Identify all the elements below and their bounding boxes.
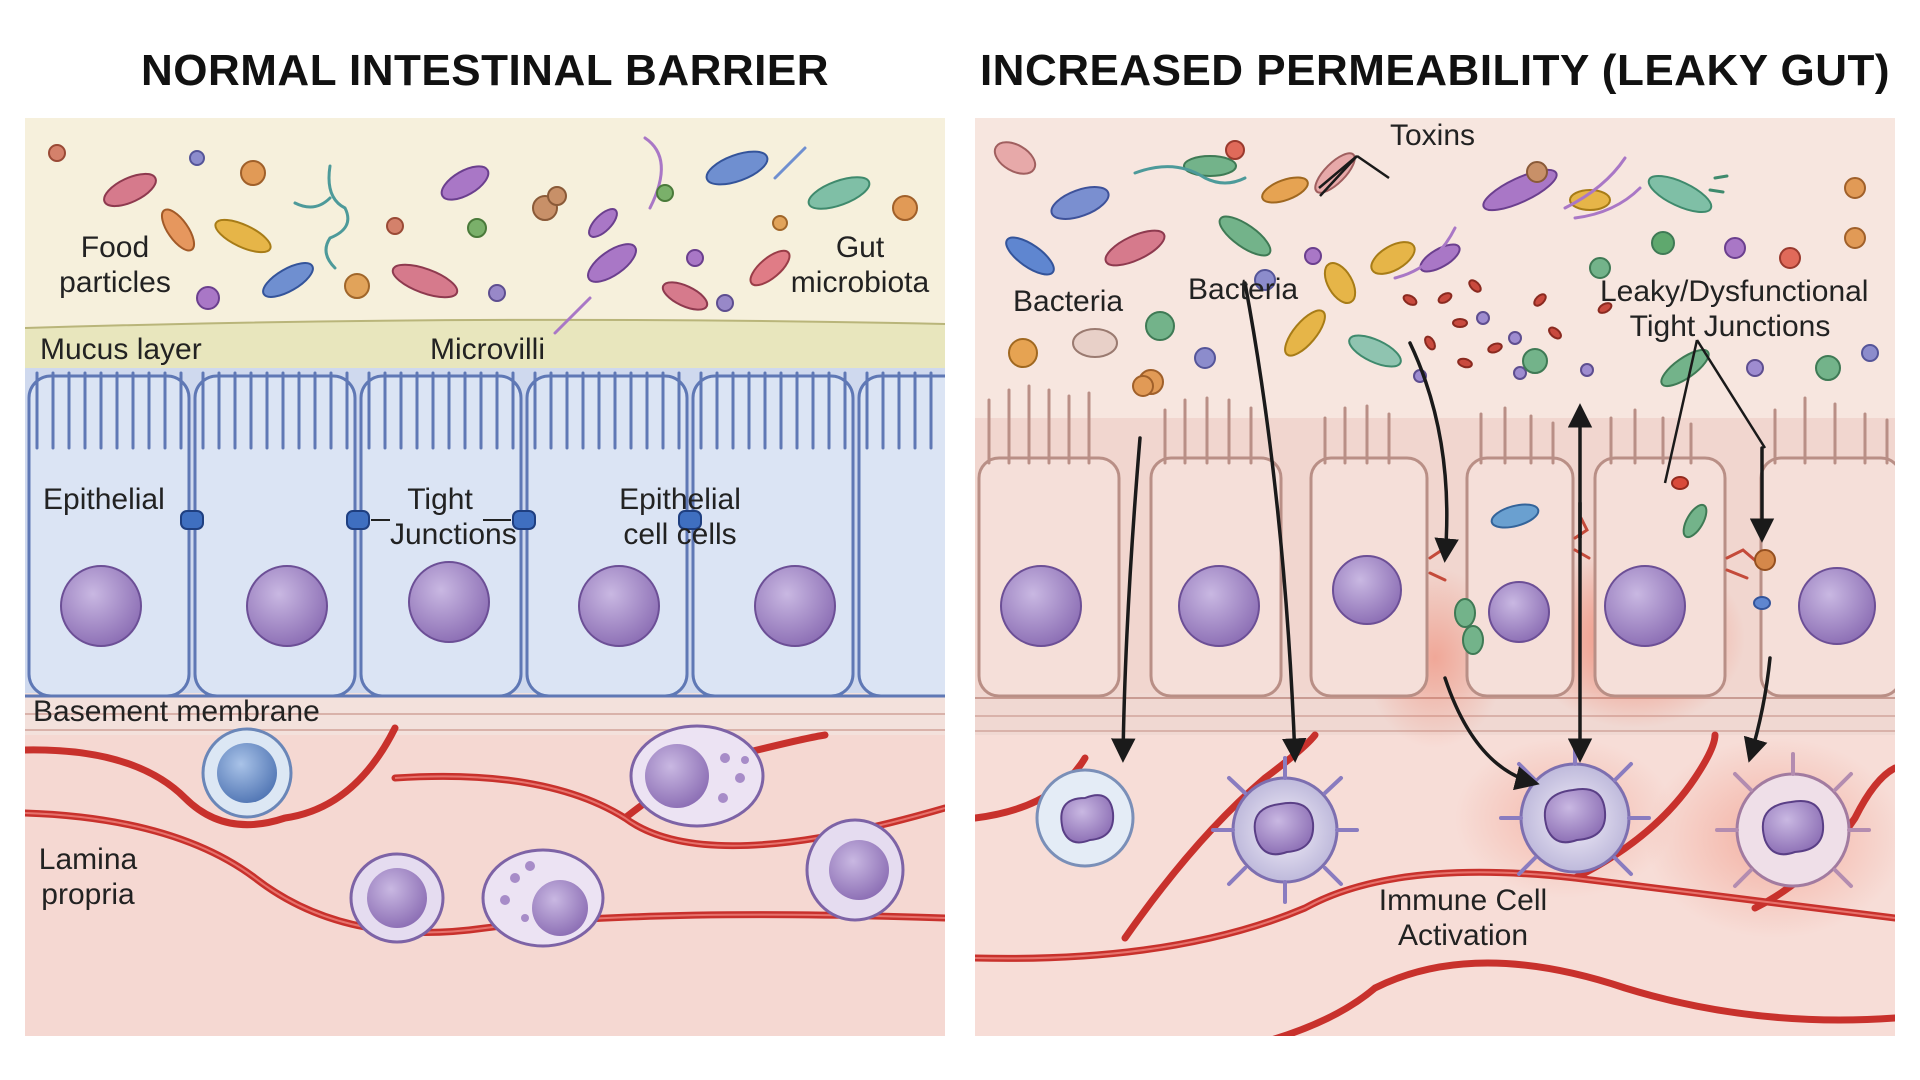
- leaky-junctions-label: Leaky/Dysfunctional Tight Junctions: [1600, 275, 1869, 343]
- epithelial-nuclei: [60, 561, 836, 647]
- translocation-arrows: [1111, 281, 1775, 791]
- crossing-particles: [1454, 476, 1776, 655]
- food-particles-leaky: [1008, 140, 1879, 397]
- tight-junctions: [180, 510, 702, 530]
- immune-activation-label: Immune Cell Activation: [1378, 884, 1548, 952]
- granulocyte-1: [481, 848, 605, 948]
- toxins-label: Toxins: [1390, 119, 1476, 152]
- tight-junctions-label: Tight Junctions: [390, 483, 517, 551]
- leader-lines: [1318, 154, 1767, 484]
- mucus-layer: [25, 319, 945, 378]
- epithelial-cells: [27, 374, 945, 698]
- microvilli-label: Microvilli: [430, 333, 545, 366]
- epithelial-nuclei-leaky: [1000, 555, 1876, 647]
- mucus-layer-label: Mucus layer: [40, 333, 202, 366]
- normal-barrier-illustration: [25, 118, 945, 1036]
- leaky-gut-illustration: [975, 118, 1895, 1036]
- plasma-cell-1: [349, 852, 445, 944]
- bacteria-flagella: [293, 136, 807, 335]
- flagella-leaky: [1133, 156, 1729, 280]
- gut-microbiota: [103, 150, 871, 311]
- immune-cell-blue: [201, 727, 293, 819]
- gut-microbiota-label: Gut microbiota: [790, 231, 930, 299]
- microvilli: [35, 371, 933, 450]
- activated-immune-cell-4: [1715, 752, 1871, 888]
- epithelial-label: Epithelial: [43, 483, 165, 516]
- normal-barrier-title: NORMAL INTESTINAL BARRIER: [141, 46, 829, 95]
- leaky-gut-panel: Bacteria Bacteria Toxins Leaky/Dysfuncti…: [975, 118, 1895, 1036]
- food-particles: [48, 144, 918, 312]
- normal-barrier-panel: Food particles Gut microbiota Mucus laye…: [25, 118, 945, 1036]
- basement-membrane-label: Basement membrane: [33, 695, 320, 728]
- granulocyte-2: [629, 724, 765, 828]
- plasma-cell-2: [805, 818, 905, 922]
- epithelial-cells-label: Epithelial cell cells: [619, 483, 741, 551]
- bacteria-leaky: [993, 141, 1713, 388]
- leaky-gut-title: INCREASED PERMEABILITY (LEAKY GUT): [979, 46, 1891, 95]
- toxins: [1323, 241, 1613, 383]
- food-particles-label: Food particles: [59, 231, 171, 299]
- microvilli-leaky: [987, 384, 1889, 465]
- activated-immune-cell-2: [1211, 756, 1359, 904]
- bacteria-middle-label: Bacteria: [1188, 273, 1299, 306]
- activated-immune-cell-3: [1499, 742, 1651, 876]
- activated-immune-cell-1: [1035, 768, 1135, 868]
- bacteria-left-label: Bacteria: [1013, 285, 1124, 318]
- lamina-propria-label: Lamina propria: [38, 843, 138, 911]
